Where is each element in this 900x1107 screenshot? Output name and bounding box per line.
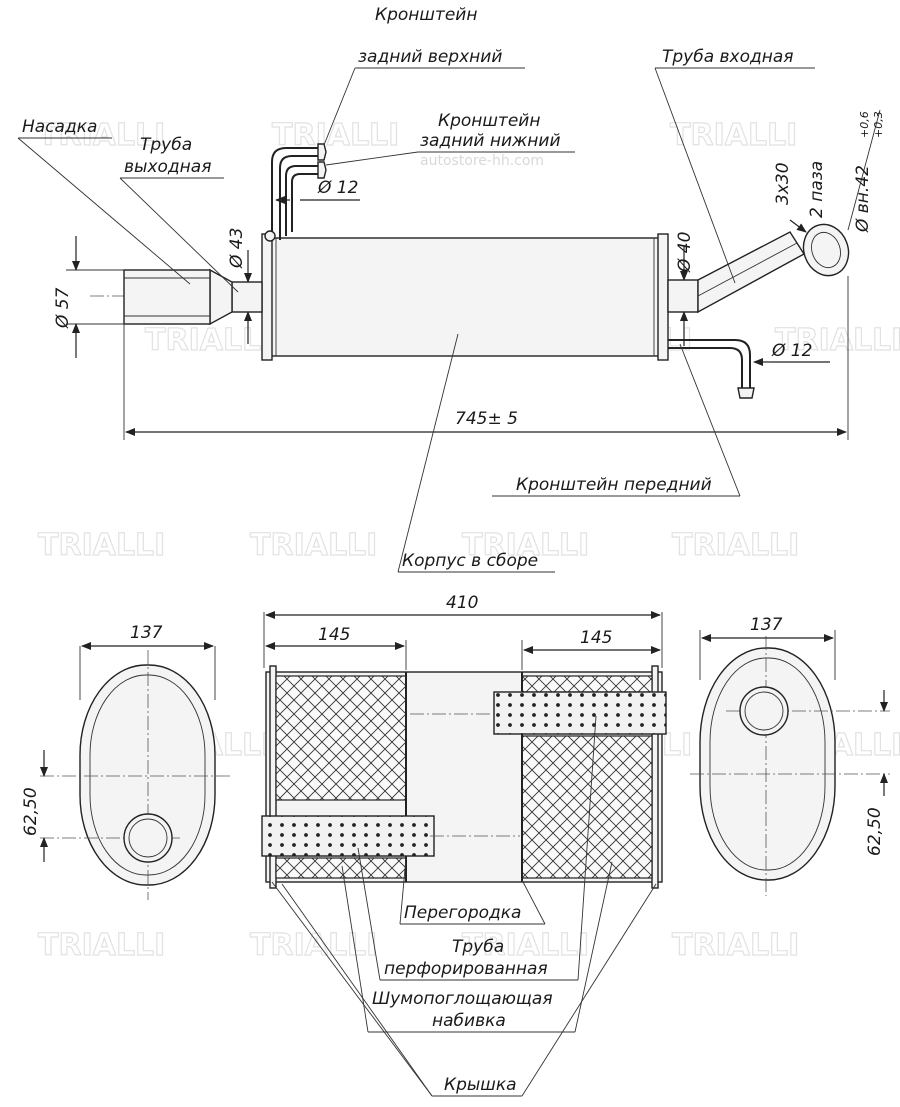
dim-tol-plus: +0,6 [858,111,871,138]
watermark: TRIALLI [38,528,165,563]
dim-chamber-left: 145 [318,625,350,645]
watermark: TRIALLI [462,528,589,563]
perforated-pipe-lower [261,815,435,857]
label-packing-1: Шумопоглощающая [372,989,553,1009]
top-labels: Кронштейн задний верхний Кронштейн задни… [17,5,815,573]
label-housing: Корпус в сборе [402,551,538,571]
dim-inner-diameter: Ø вн.42 [853,165,873,233]
bracket-front [668,339,751,390]
dim-overall-length: 745± 5 [455,409,518,429]
watermark: TRIALLI [672,528,799,563]
dim-d43: Ø 43 [227,228,247,269]
watermark: TRIALLI [145,323,272,358]
label-partition: Перегородка [404,903,521,923]
watermark: TRIALLI [775,323,900,358]
label-perforated-pipe-1: Труба [452,937,504,957]
label-perforated-pipe-2: перфорированная [384,959,548,979]
section-labels: Перегородка Труба перфорированная Шумопо… [271,715,657,1097]
label-packing-2: набивка [432,1011,506,1031]
label-nozzle: Насадка [22,117,97,137]
muffler-body [269,237,661,357]
outlet-pipe [231,281,263,313]
watermark: TRIALLI [38,928,165,963]
longitudinal-section: 410 145 145 [261,593,667,889]
label-bracket-rear-lower-2: задний нижний [420,131,561,151]
dim-d12-front: Ø 12 [771,341,812,361]
packing-right [521,675,653,693]
dim-slots-count: 2 паза [807,161,827,218]
dim-offset-right: 62,50 [865,807,885,856]
label-outlet-pipe-2: выходная [124,157,211,177]
end-view-left: 137 62,50 [21,623,232,900]
inlet-pipe [697,231,805,314]
label-bracket-rear-upper-1: Кронштейн [375,5,477,25]
dim-d40: Ø 40 [675,232,695,273]
tail-nozzle [123,269,211,325]
end-cap-rear [261,233,273,361]
watermark: TRIALLI [462,928,589,963]
dim-chamber-right: 145 [580,628,612,648]
label-bracket-rear-upper-2: задний верхний [358,47,502,67]
label-inlet-pipe: Труба входная [662,47,794,67]
dim-width-right: 137 [750,615,783,635]
dim-slots: 3x30 [773,162,793,205]
watermark: TRIALLI [38,118,165,153]
end-view-right: 137 62,50 [690,615,890,896]
dim-offset-left: 62,50 [21,787,41,836]
inlet-pipe-stub [667,279,699,313]
assembly-side-view: 745± 5 Ø 57 Ø 43 Ø 12 Ø 40 Ø 12 3x30 2 п… [53,109,885,440]
perforated-pipe-upper [493,691,667,735]
dim-d57: Ø 57 [53,287,73,329]
dim-width-left: 137 [130,623,163,643]
dim-tol-minus: +0,3 [872,111,885,138]
dim-body-length: 410 [446,593,478,613]
end-cap-front [657,233,669,361]
watermark-url: autostore-hh.com [420,153,544,169]
label-bracket-front: Кронштейн передний [516,475,712,495]
watermark: TRIALLI [250,528,377,563]
label-bracket-rear-lower-1: Кронштейн [438,111,540,131]
inlet-flange [802,223,850,277]
label-outlet-pipe-1: Труба [140,135,192,155]
bracket-rear-upper [271,147,318,240]
watermark: TRIALLI [250,928,377,963]
watermark: TRIALLI [672,928,799,963]
bracket-rear-lower [285,165,318,236]
dim-d12-upper: Ø 12 [317,178,358,198]
label-cap: Крышка [444,1075,517,1095]
packing-left [275,675,407,801]
watermark: TRIALLI [670,118,797,153]
